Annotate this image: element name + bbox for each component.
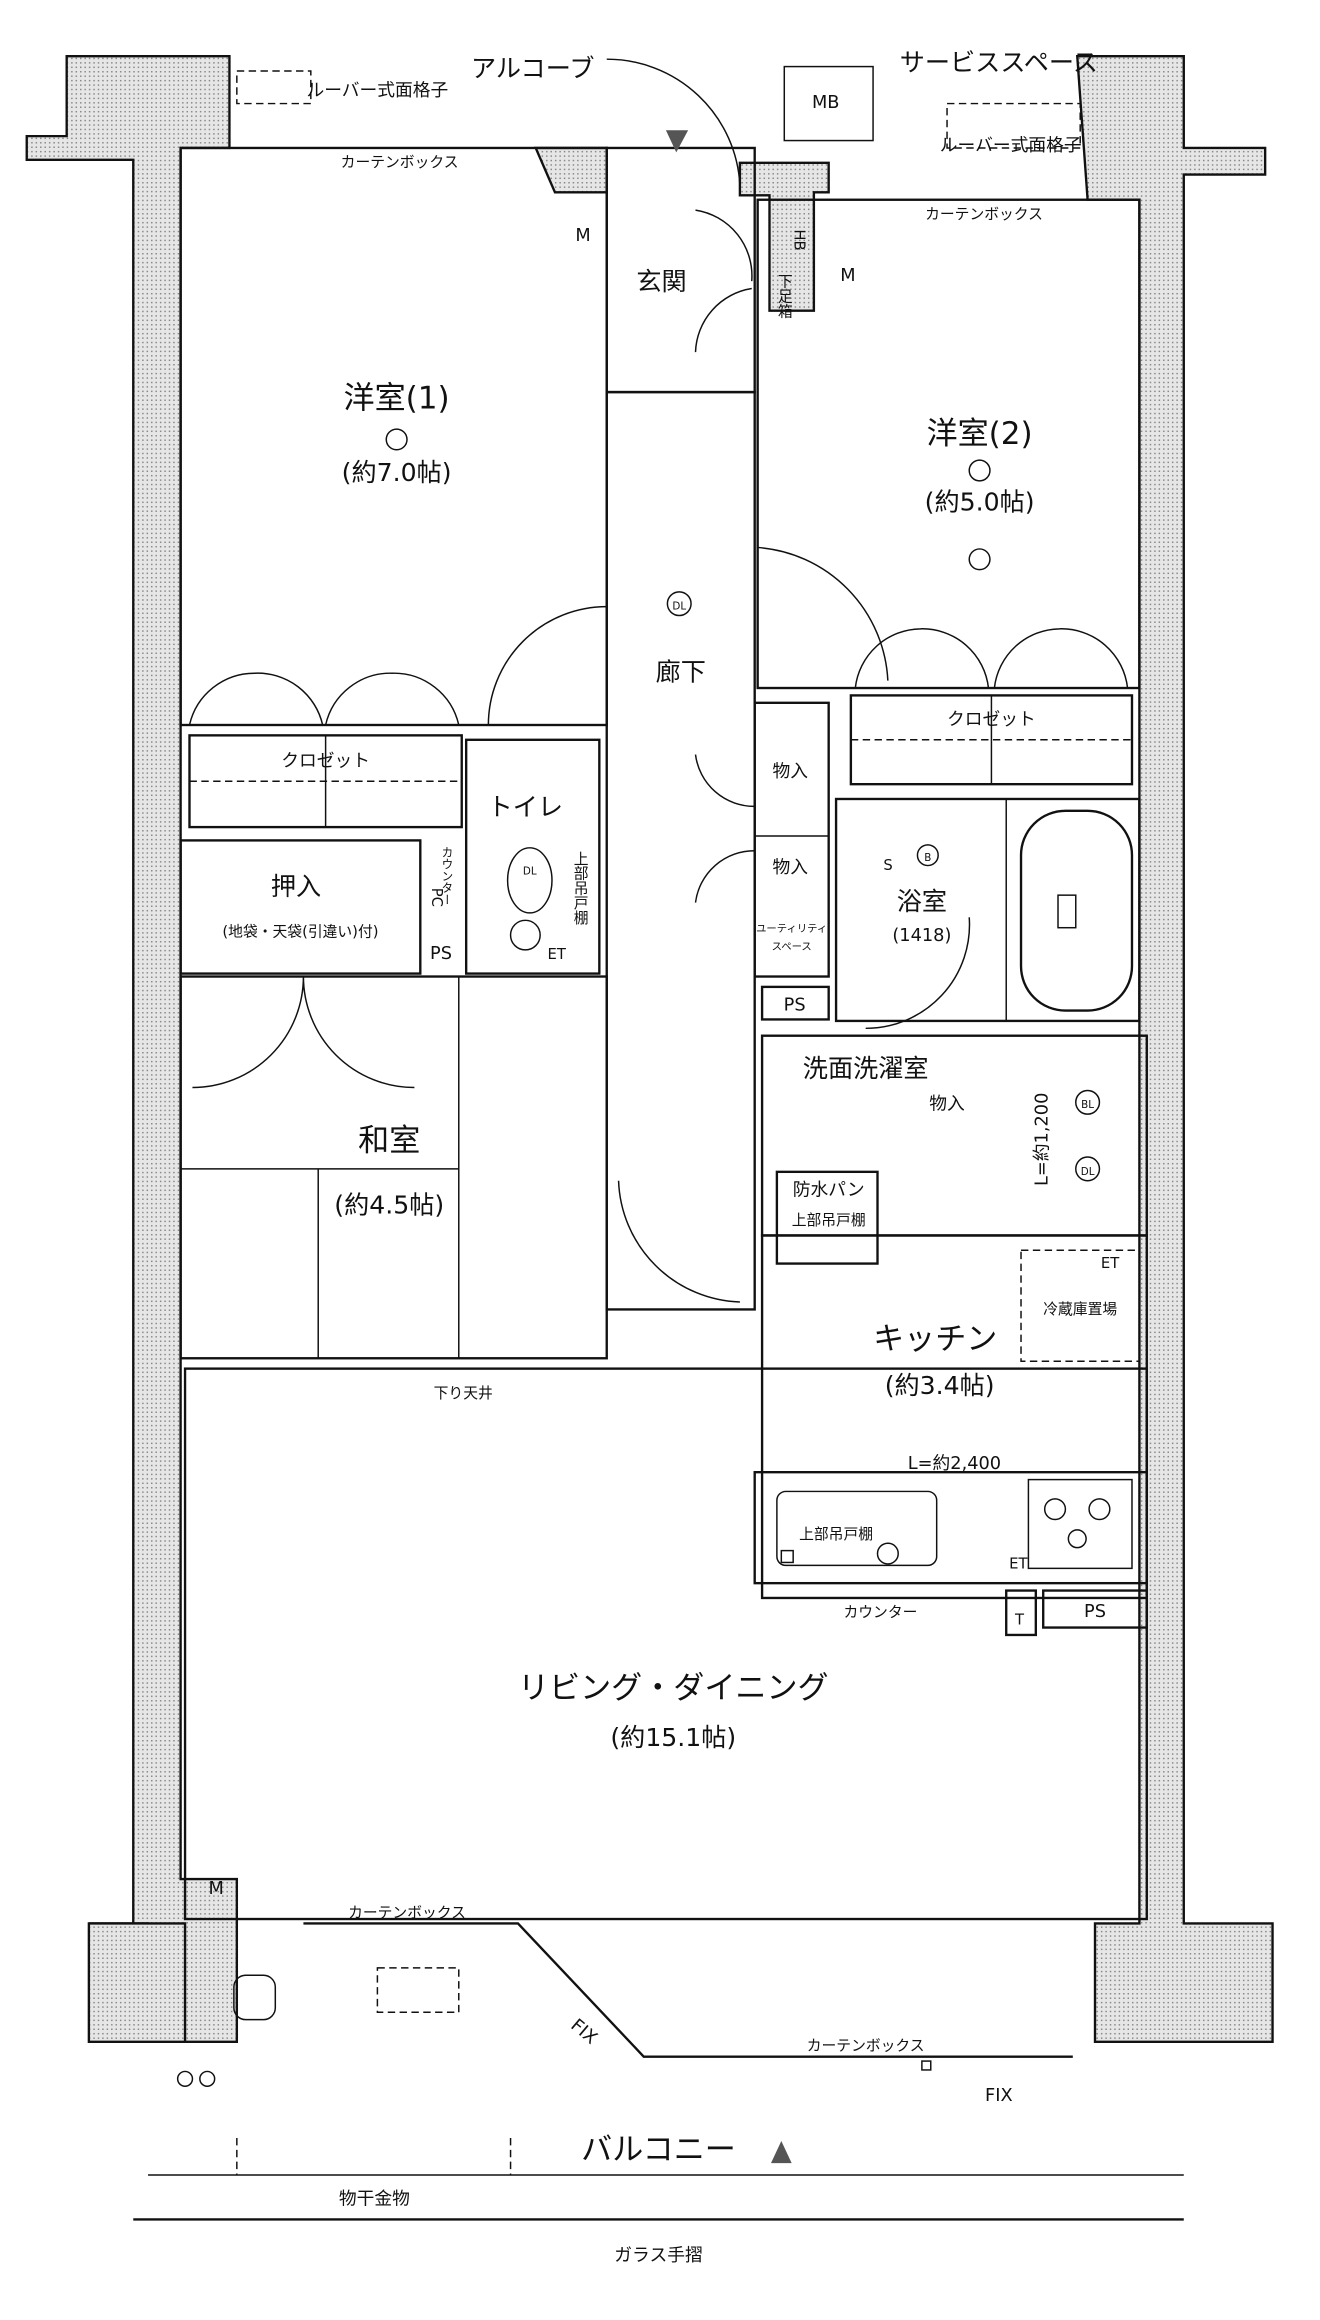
room-western2-area: (約5.0帖) (925, 487, 1035, 516)
counter-label: カウンター (440, 846, 454, 905)
curtain-box-label: カーテンボックス (807, 2038, 925, 2055)
balcony-marker-icon (770, 2140, 792, 2164)
marker (921, 2060, 932, 2071)
room-hallway: 廊下 (656, 658, 706, 687)
stove-burner-icon (1043, 1498, 1067, 1521)
room-washitsu: 和室 (358, 1123, 420, 1159)
vanity-length-label: L=約1,200 (1032, 1093, 1053, 1186)
room-kitchen: キッチン (873, 1321, 997, 1357)
curtain-box-label: カーテンボックス (341, 154, 459, 171)
ps-label: PS (430, 944, 452, 964)
sink-drain-icon (876, 1542, 899, 1565)
bath-fixture-icon (916, 844, 939, 867)
partitions (133, 65, 1184, 2221)
dl-label: DL (672, 601, 686, 613)
bl-label: BL (1081, 1099, 1094, 1111)
hb-label: HB (791, 229, 808, 250)
alcove-label: アルコーブ (471, 54, 594, 83)
room-labels: 洋室(1) (約7.0帖) 洋室(2) (約5.0帖) 玄関 廊下 トイレ 押入… (222, 48, 1097, 2168)
room-oshiire: 押入 (271, 872, 321, 901)
fix-label: FIX (985, 2086, 1013, 2106)
oshiire-note: (地袋・天袋(引違い)付) (222, 924, 378, 941)
curtain-box-label: カーテンボックス (925, 206, 1043, 223)
room-washroom: 洗面洗濯室 (803, 1054, 929, 1083)
ceiling-light-icon (968, 459, 991, 482)
room-western1-name: 洋室(1) (344, 380, 450, 416)
room-washitsu-area: (約4.5帖) (334, 1190, 444, 1219)
kitchen-length-label: L=約2,400 (908, 1453, 1001, 1474)
t-label: T (1014, 1612, 1025, 1629)
marker (780, 1549, 794, 1564)
utility-label: スペース (772, 941, 812, 953)
ps-label: PS (1084, 1602, 1106, 1622)
closet-label: クロゼット (947, 709, 1036, 730)
room-living-area: (約15.1帖) (610, 1723, 736, 1752)
room-western1-area: (約7.0帖) (342, 458, 452, 487)
downlight-icon (1075, 1156, 1101, 1182)
room-balcony: バルコニー (581, 2132, 736, 2168)
pc-label: PC (428, 888, 445, 907)
b-label: B (924, 852, 931, 864)
toilet-seat-icon (509, 919, 541, 951)
upper-cabinet-label: 上部吊戸棚 (792, 1212, 866, 1229)
meter-label: M (840, 266, 855, 286)
upper-cabinet-label: 上部吊戸棚 (799, 1526, 873, 1543)
outdoor-unit-icon (233, 1974, 277, 2021)
louver-label: ルーバー式面格子 (940, 135, 1082, 156)
outlet-icon (968, 548, 991, 571)
et-label: ET (1101, 1255, 1120, 1272)
storage-label: 物入 (929, 1094, 965, 1115)
room-bath: 浴室 (897, 887, 947, 916)
annotations: ルーバー式面格子 ルーバー式面格子 カーテンボックス カーテンボックス カーテン… (208, 80, 1120, 2266)
shoe-box-label: 下足箱 (776, 274, 793, 319)
entrance-marker-icon (665, 130, 689, 153)
doors[interactable] (188, 58, 1129, 1303)
glass-handrail-label: ガラス手摺 (614, 2245, 702, 2266)
louver-label: ルーバー式面格子 (306, 80, 448, 101)
mb-label: MB (812, 93, 840, 113)
et-label: ET (1009, 1555, 1028, 1572)
bath-drain-icon (1057, 894, 1077, 929)
service-space-label: サービススペース (900, 48, 1098, 77)
utility-label: ユーティリティ (756, 923, 827, 935)
ceiling-light-icon (385, 428, 408, 451)
closet-label: クロゼット (281, 750, 370, 771)
stove-burner-icon (1088, 1498, 1111, 1521)
curtain-box-label: カーテンボックス (348, 1905, 466, 1922)
storage-label: 物入 (772, 857, 808, 878)
room-living: リビング・ダイニング (518, 1671, 829, 1707)
meter-label: M (208, 1879, 223, 1899)
storage-label: 物入 (772, 761, 808, 782)
counter-label: カウンター (844, 1604, 918, 1621)
balcony-drain-icon (176, 2070, 194, 2087)
room-kitchen-area: (約3.4帖) (885, 1371, 995, 1400)
bracket-light-icon (1075, 1089, 1101, 1115)
drying-hardware-label: 物干金物 (339, 2189, 410, 2210)
et-label: ET (548, 946, 567, 963)
fridge-space-label: 冷蔵庫置場 (1043, 1301, 1117, 1318)
ps-label: PS (784, 996, 806, 1016)
upper-cabinet-label: 上部吊戸棚 (572, 851, 589, 925)
bath-size: (1418) (892, 926, 951, 946)
toilet-icon (506, 847, 553, 914)
waterproof-pan-label: 防水パン (793, 1180, 865, 1201)
fixtures: DL DL B BL DL (176, 130, 1111, 2175)
room-entrance: 玄関 (636, 267, 686, 296)
fix-label: FIX (567, 2016, 601, 2049)
balcony-drain-icon (199, 2070, 216, 2087)
downlight-icon (666, 591, 692, 617)
dropped-ceiling-label: 下り天井 (434, 1385, 493, 1402)
dl-label: DL (1081, 1166, 1095, 1178)
meter-label: M (575, 226, 590, 246)
room-western2-name: 洋室(2) (927, 416, 1033, 452)
dl-label: DL (523, 865, 537, 877)
stove-burner-icon (1067, 1529, 1087, 1549)
s-label: S (883, 857, 892, 874)
room-toilet: トイレ (488, 792, 563, 821)
